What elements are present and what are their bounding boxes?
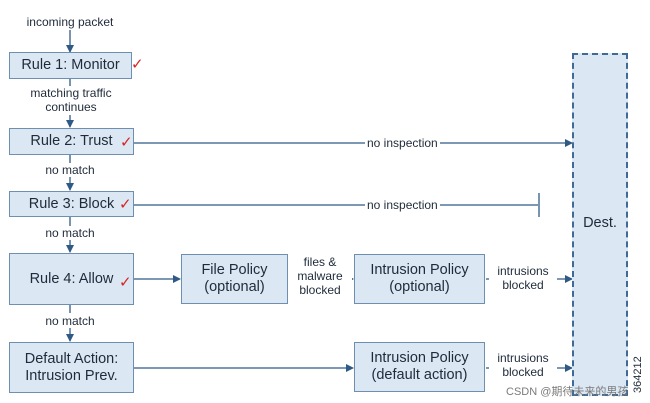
rule4-allow-box: Rule 4: Allow	[9, 253, 134, 305]
rule3-block-box: Rule 3: Block	[9, 191, 134, 217]
rule4-label: Rule 4: Allow	[29, 270, 114, 287]
matching-traffic-line2: continues	[45, 100, 97, 114]
intrusions-line2: blocked	[502, 278, 544, 292]
rule2-trust-box: Rule 2: Trust	[9, 128, 134, 155]
matching-traffic-label: matching traffic continues	[15, 86, 127, 114]
files-line1: files &	[303, 255, 337, 269]
files-line2: malware	[297, 269, 343, 283]
check-icon: ✓	[120, 133, 133, 151]
check-icon: ✓	[119, 195, 132, 213]
check-icon: ✓	[131, 55, 144, 73]
file-policy-box: File Policy (optional)	[181, 254, 288, 304]
matching-traffic-line1: matching traffic	[30, 86, 112, 100]
default-action-line2: Intrusion Prev.	[25, 367, 118, 384]
rule2-label: Rule 2: Trust	[30, 133, 113, 149]
intrusions-line2: blocked	[502, 365, 544, 379]
rule1-monitor-box: Rule 1: Monitor	[9, 52, 132, 79]
rule3-label: Rule 3: Block	[28, 195, 115, 212]
no-inspection-label-trust: no inspection	[365, 136, 440, 150]
intrusions-line1: intrusions	[497, 351, 549, 365]
files-line3: blocked	[299, 283, 341, 297]
check-icon: ✓	[119, 273, 132, 291]
destination-box: Dest.	[572, 53, 628, 396]
intrusion-policy-line2: (optional)	[389, 279, 450, 295]
no-inspection-label-block: no inspection	[365, 198, 440, 212]
intrusions-blocked-label-1: intrusions blocked	[489, 264, 557, 292]
incoming-packet-label: incoming packet	[26, 15, 114, 29]
destination-label: Dest.	[583, 215, 617, 231]
figure-id: 364212	[632, 356, 644, 393]
intrusion-default-line2: (default action)	[371, 367, 468, 383]
intrusions-blocked-label-2: intrusions blocked	[489, 351, 557, 379]
intrusion-default-line1: Intrusion Policy	[370, 350, 469, 366]
intrusions-line1: intrusions	[497, 264, 549, 278]
intrusion-policy-box: Intrusion Policy (optional)	[354, 254, 485, 304]
file-policy-line2: (optional)	[204, 279, 265, 295]
intrusion-policy-default-box: Intrusion Policy (default action)	[354, 342, 485, 392]
no-match-label-2: no match	[45, 226, 95, 240]
default-action-box: Default Action: Intrusion Prev.	[9, 342, 134, 393]
files-malware-blocked-label: files & malware blocked	[288, 255, 352, 297]
default-action-line1: Default Action:	[24, 350, 119, 367]
file-policy-line1: File Policy	[201, 262, 268, 278]
watermark: CSDN @期待未来的男孩	[506, 386, 629, 398]
no-match-label-3: no match	[45, 314, 95, 328]
intrusion-policy-line1: Intrusion Policy	[370, 262, 469, 278]
no-match-label-1: no match	[45, 163, 95, 177]
rule1-label: Rule 1: Monitor	[21, 57, 120, 73]
